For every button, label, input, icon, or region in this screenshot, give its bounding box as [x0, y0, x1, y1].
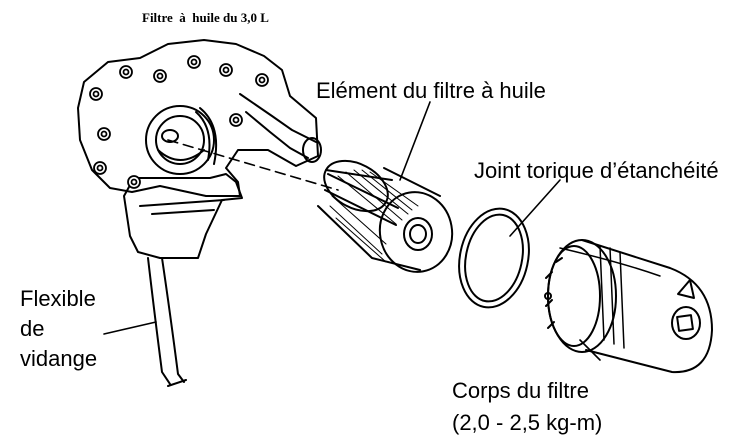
label-filter-body-line2: (2,0 - 2,5 kg-m) — [452, 410, 603, 435]
leader-joint — [509, 179, 561, 237]
label-o-ring: Joint torique d’étanchéité — [474, 158, 719, 183]
label-drain-hose-line3: vidange — [20, 346, 98, 371]
o-ring — [458, 207, 530, 309]
leader-flexible — [103, 321, 157, 335]
label-drain-hose-line1: Flexible — [20, 286, 96, 311]
label-filter-element: Elément du filtre à huile — [316, 78, 546, 103]
diagram-title: Filtre à huile du 3,0 L — [142, 10, 269, 25]
housing-bolts — [89, 55, 269, 189]
leader-lines — [103, 101, 601, 361]
filter-element — [317, 159, 454, 273]
label-filter-body-line1: Corps du filtre — [452, 378, 589, 403]
leader-corps — [579, 339, 601, 361]
leader-element — [399, 101, 431, 181]
assembly-axis — [167, 139, 339, 191]
filter-housing-bracket — [77, 39, 322, 387]
filter-body — [544, 239, 713, 374]
label-drain-hose-line2: de — [20, 316, 45, 341]
